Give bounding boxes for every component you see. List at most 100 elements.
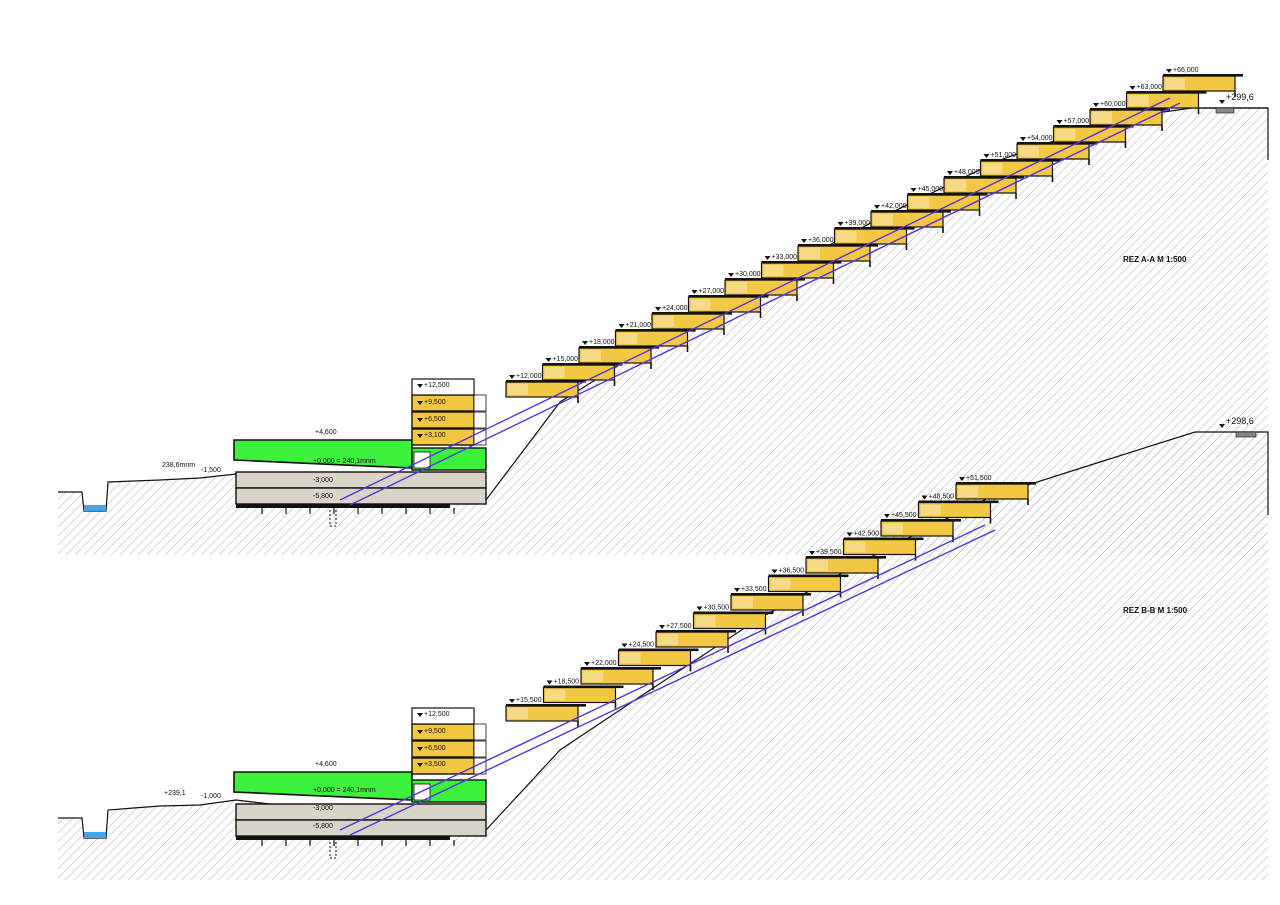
site-ref-marker-a <box>1219 100 1225 104</box>
terrace-loggia <box>1019 146 1039 157</box>
level-label-upper: +36,000 <box>808 237 834 244</box>
basement-upper-floor <box>235 471 487 489</box>
level-label-upper: +51,500 <box>966 475 992 482</box>
terrace-loggia <box>581 350 601 361</box>
level-label-upper: +48,000 <box>954 169 980 176</box>
terrace-slab <box>907 193 988 196</box>
terrace-slab <box>944 176 1024 179</box>
funicular-line-b <box>339 524 986 831</box>
level-label-upper: +18,000 <box>589 339 615 346</box>
terrace-slab <box>1090 108 1170 111</box>
terrace-slab <box>506 704 586 707</box>
terraced-block-b <box>505 482 1036 727</box>
terrace-slab <box>693 611 774 615</box>
level-label-lower: +6,500 <box>424 745 446 752</box>
level-label-upper: +18,500 <box>554 679 580 686</box>
podium-roof-a: +4,600 <box>315 429 337 436</box>
terrace-slab <box>1163 74 1243 77</box>
level-marker <box>417 713 423 717</box>
terrace-loggia <box>658 634 678 645</box>
funicular-line-a <box>339 97 1171 501</box>
level-label-upper: +60,000 <box>1100 101 1126 108</box>
site-ref-b: +298,6 <box>1226 416 1254 426</box>
roof-terrace <box>411 707 475 725</box>
level-label-upper: +30,000 <box>735 271 761 278</box>
terrace-slab <box>798 244 878 247</box>
site-ref-marker-b <box>1219 424 1225 428</box>
basement-b <box>235 803 487 859</box>
terrace-slab <box>980 159 1061 162</box>
terrace-slab <box>871 210 951 213</box>
lower-balcony <box>473 740 487 758</box>
level-label-upper: +27,500 <box>666 623 692 630</box>
level-marker <box>874 205 880 209</box>
lift-pit <box>329 503 337 527</box>
foundation-slab <box>236 504 450 508</box>
terrace-loggia <box>545 689 566 701</box>
terrace-slab <box>543 685 624 689</box>
terrace-loggia <box>763 265 784 276</box>
level-label-upper: +30,500 <box>704 605 730 612</box>
level-label-upper: +33,500 <box>741 586 767 593</box>
terrace-slab <box>579 346 659 349</box>
level-label-upper: +48,500 <box>929 494 955 501</box>
terrace-slab <box>1053 125 1134 128</box>
level-marker <box>809 551 815 555</box>
site-ref-a: +299,6 <box>1226 92 1254 102</box>
green-roof-west <box>233 771 413 801</box>
level-label-upper: +63,000 <box>1137 84 1163 91</box>
terrace-slab <box>956 482 1036 485</box>
base-level-b-1: -3,000 <box>313 805 333 812</box>
terrace-loggia <box>946 180 966 191</box>
level-marker <box>764 256 771 260</box>
terrace-loggia <box>982 163 1003 174</box>
level-marker <box>846 532 853 537</box>
funicular-line-b2 <box>349 529 996 836</box>
section-title-a: REZ A-A M 1:500 <box>1123 255 1187 264</box>
terrace-slab <box>542 363 623 366</box>
terrace-slab <box>1017 142 1097 145</box>
section-a-a: +299,6 REZ A-A M 1:500 238,6mnm -1,500 +… <box>58 67 1269 555</box>
level-marker <box>947 171 953 175</box>
level-label-lower: +12,500 <box>424 382 450 389</box>
base-level-a-2: -5,800 <box>313 493 333 500</box>
level-marker <box>921 495 928 500</box>
terrace-loggia <box>1055 129 1076 140</box>
terrace-loggia <box>920 504 941 516</box>
level-marker <box>584 662 590 666</box>
terrace-loggia <box>808 560 828 571</box>
level-marker <box>771 569 778 574</box>
level-label-upper: +42,500 <box>854 531 880 538</box>
terrace-loggia <box>873 214 893 225</box>
level-marker <box>801 239 807 243</box>
entry-ref-b: +239,1 <box>164 790 186 797</box>
level-marker <box>837 222 844 226</box>
level-label-upper: +15,000 <box>553 356 579 363</box>
level-label-lower: +6,500 <box>424 416 446 423</box>
roof-terrace <box>411 378 475 396</box>
section-title-b: REZ B-B M 1:500 <box>1123 606 1188 615</box>
terrace-slab <box>615 329 696 332</box>
level-label-upper: +45,500 <box>891 512 917 519</box>
terrace-slab <box>731 593 811 596</box>
level-labels-b: +3,500+6,500+9,500+12,500+15,500+18,500+… <box>417 475 992 768</box>
level-marker <box>509 375 515 379</box>
level-marker <box>417 747 423 751</box>
lower-balcony <box>473 411 487 429</box>
level-marker <box>983 154 990 158</box>
level-label-upper: +21,000 <box>626 322 652 329</box>
section-b-b: +298,6 REZ B-B M 1:500 +239,1 -1,000 +0,… <box>58 416 1269 880</box>
terrace-loggia <box>958 486 978 497</box>
terrace-loggia <box>1165 78 1185 89</box>
level-marker <box>1129 86 1136 90</box>
site-ref-block-a <box>1215 107 1235 114</box>
terrace-loggia <box>695 615 716 627</box>
level-marker <box>959 477 965 481</box>
terrace-slab <box>688 295 769 298</box>
level-label-upper: +24,000 <box>662 305 688 312</box>
entry-level-b: -1,000 <box>201 793 221 800</box>
terrace-loggia <box>909 197 930 208</box>
level-marker <box>659 625 665 629</box>
terrace-loggia <box>617 333 638 344</box>
